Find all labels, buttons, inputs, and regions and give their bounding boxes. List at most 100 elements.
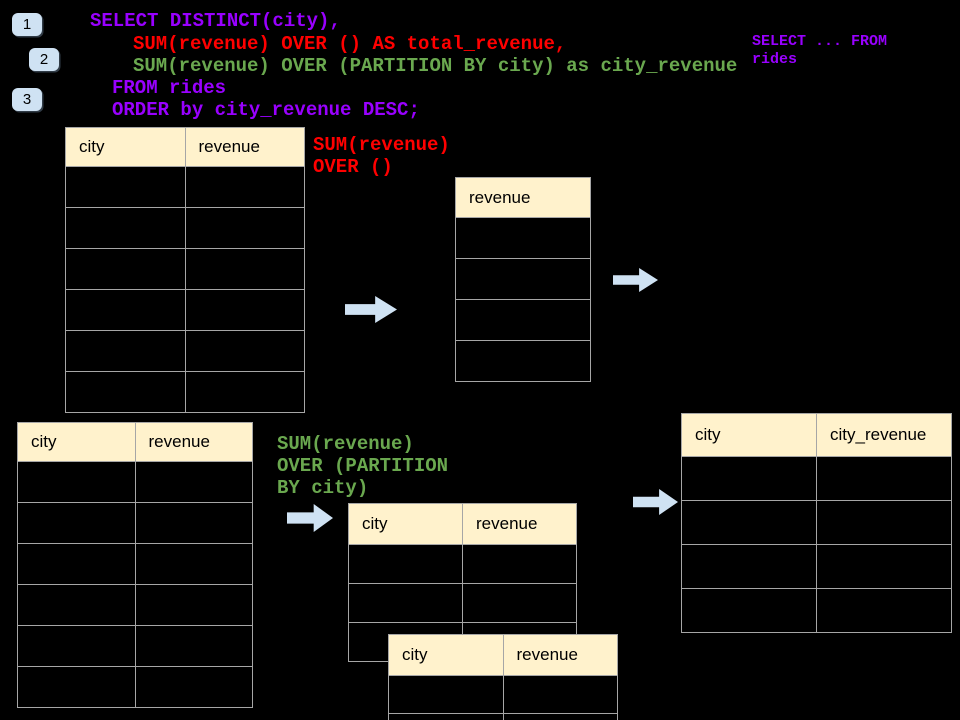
table-cell <box>17 461 136 503</box>
table-row <box>17 543 253 585</box>
table-cell <box>348 583 463 623</box>
annotation-partition: SUM(revenue) OVER (PARTITION BY city) <box>277 433 448 499</box>
annotation-partition-line-2: OVER (PARTITION <box>277 455 449 477</box>
table-cell <box>816 544 952 589</box>
table-cell <box>184 166 305 208</box>
table-cell <box>681 456 817 501</box>
side-note: SELECT ... FROM rides <box>752 33 887 69</box>
table-partition-overlap: city revenue <box>388 634 618 720</box>
table-cell <box>388 713 504 720</box>
table-cell <box>65 289 186 331</box>
sql-line-partition: SUM(revenue) OVER (PARTITION BY city) as… <box>133 55 738 77</box>
table-header-row: revenue <box>455 177 591 218</box>
table-row <box>65 248 305 290</box>
table-row <box>681 456 952 501</box>
table-cell <box>17 584 136 626</box>
table-row <box>65 371 305 413</box>
table-row <box>681 500 952 545</box>
table-cell <box>455 299 591 341</box>
table-cell <box>65 371 186 413</box>
step-badge-3: 3 <box>12 88 42 111</box>
table-row <box>455 340 591 382</box>
column-header-city-revenue: city_revenue <box>816 413 952 457</box>
table-row <box>65 207 305 249</box>
table-cell <box>65 330 186 372</box>
table-cell <box>17 625 136 667</box>
table-cell <box>502 713 618 720</box>
table-cell <box>17 666 136 708</box>
table-cell <box>134 666 253 708</box>
table-cell <box>681 588 817 633</box>
table-header-row: city revenue <box>388 634 618 676</box>
arrow-right-icon <box>345 296 397 323</box>
table-total-result: revenue <box>455 177 591 382</box>
table-row <box>17 461 253 503</box>
table-row <box>388 675 618 714</box>
side-note-line-1: SELECT ... FROM <box>752 33 888 50</box>
table-row <box>681 588 952 633</box>
table-row <box>17 666 253 708</box>
table-cell <box>134 543 253 585</box>
table-cell <box>17 502 136 544</box>
table-row <box>455 217 591 259</box>
table-row <box>65 166 305 208</box>
table-header-row: city city_revenue <box>681 413 952 457</box>
table-cell <box>462 583 577 623</box>
column-header-city: city <box>681 413 817 457</box>
table-source-bottom: city revenue <box>17 422 253 708</box>
column-header-revenue: revenue <box>134 422 253 462</box>
column-header-revenue: revenue <box>184 127 305 167</box>
table-cell <box>681 544 817 589</box>
table-row <box>388 713 618 720</box>
table-city-result: city city_revenue <box>681 413 952 633</box>
annotation-partition-line-3: BY city) <box>277 477 369 499</box>
table-row <box>455 258 591 300</box>
table-cell <box>455 258 591 300</box>
annotation-total-line-1: SUM(revenue) <box>313 134 450 156</box>
table-row <box>65 289 305 331</box>
table-row <box>17 625 253 667</box>
table-cell <box>134 461 253 503</box>
table-cell <box>455 217 591 259</box>
annotation-total-revenue: SUM(revenue) OVER () <box>313 134 450 178</box>
table-header-row: city revenue <box>348 503 577 545</box>
table-header-row: city revenue <box>65 127 305 167</box>
table-cell <box>388 675 504 714</box>
sql-line-order: ORDER by city_revenue DESC; <box>112 99 420 121</box>
table-cell <box>816 500 952 545</box>
table-cell <box>816 456 952 501</box>
table-cell <box>184 330 305 372</box>
sql-line-select: SELECT DISTINCT(city), <box>90 10 341 32</box>
table-cell <box>184 207 305 249</box>
table-source-top: city revenue <box>65 127 305 413</box>
table-cell <box>502 675 618 714</box>
table-cell <box>184 371 305 413</box>
side-note-line-2: rides <box>752 51 798 68</box>
column-header-city: city <box>388 634 504 676</box>
table-cell <box>65 166 186 208</box>
column-header-revenue: revenue <box>455 177 591 218</box>
step-badge-1: 1 <box>12 13 42 36</box>
table-cell <box>134 584 253 626</box>
table-cell <box>348 544 463 584</box>
column-header-city: city <box>65 127 186 167</box>
table-row <box>681 544 952 589</box>
table-cell <box>134 502 253 544</box>
table-cell <box>184 248 305 290</box>
table-cell <box>134 625 253 667</box>
table-row <box>455 299 591 341</box>
annotation-partition-line-1: SUM(revenue) <box>277 433 414 455</box>
table-cell <box>681 500 817 545</box>
table-cell <box>455 340 591 382</box>
table-row <box>17 584 253 626</box>
table-row <box>17 502 253 544</box>
table-cell <box>184 289 305 331</box>
column-header-city: city <box>348 503 463 545</box>
table-cell <box>816 588 952 633</box>
column-header-revenue: revenue <box>502 634 618 676</box>
arrow-right-icon <box>613 268 658 292</box>
table-row <box>348 583 577 623</box>
table-cell <box>65 248 186 290</box>
table-cell <box>17 543 136 585</box>
